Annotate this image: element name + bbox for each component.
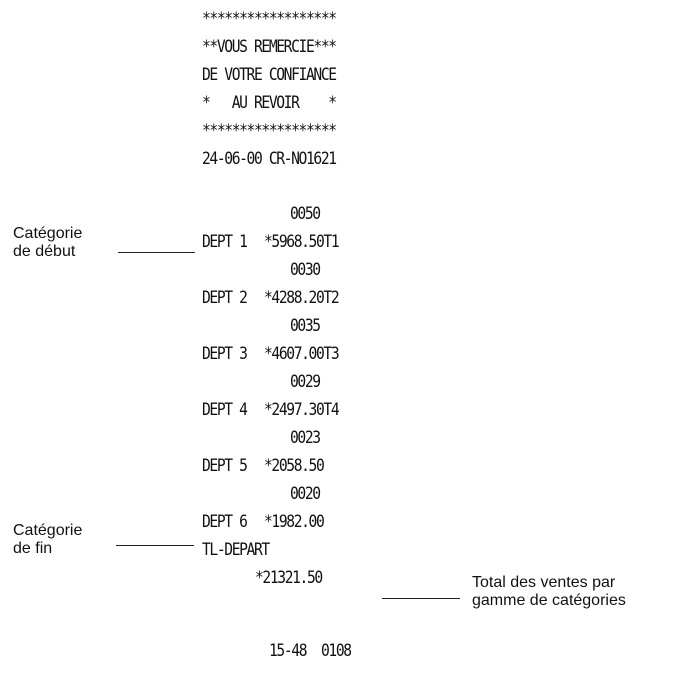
receipt-header-line-4: * AU REVOIR * xyxy=(202,93,337,113)
dept-amount: *5968.50T1 xyxy=(264,232,340,252)
dept-count: 0050 xyxy=(290,204,321,224)
dept-label: DEPT 5 xyxy=(202,456,248,476)
end-category-label-line-1: Catégorie xyxy=(13,522,83,539)
dept-label: DEPT 3 xyxy=(202,344,248,364)
dept-count: 0029 xyxy=(290,372,321,392)
dept-count: 0023 xyxy=(290,428,321,448)
dept-count: 0020 xyxy=(290,484,321,504)
total-amount: *21321.50 xyxy=(255,568,323,588)
receipt-header-line-3: DE VOTRE CONFIANCE xyxy=(202,65,337,85)
dept-amount: *2058.50 xyxy=(264,456,325,476)
start-category-label-line-1: Catégorie xyxy=(13,225,83,242)
dept-amount: *2497.30T4 xyxy=(264,400,340,420)
dept-label: DEPT 6 xyxy=(202,512,248,532)
dept-count: 0035 xyxy=(290,316,321,336)
receipt-date-line: 24-06-00 CR-NO1621 xyxy=(202,149,337,169)
total-label-annotation-line-1: Total des ventes par xyxy=(472,574,616,591)
receipt-header-line-1: ****************** xyxy=(202,9,337,29)
dept-label: DEPT 2 xyxy=(202,288,248,308)
dept-amount: *4288.20T2 xyxy=(264,288,340,308)
receipt-header-line-2: **VOUS REMERCIE*** xyxy=(202,37,337,57)
total-label: TL-DEPART xyxy=(202,540,270,560)
dept-label: DEPT 4 xyxy=(202,400,248,420)
receipt-header-line-5: ****************** xyxy=(202,121,337,141)
total-leader-line xyxy=(382,598,460,599)
dept-label: DEPT 1 xyxy=(202,232,248,252)
start-category-label-line-2: de début xyxy=(13,243,76,260)
dept-count: 0030 xyxy=(290,260,321,280)
receipt-footer: 15-48 0108 xyxy=(269,641,352,661)
dept-amount: *1982.00 xyxy=(264,512,325,532)
start-category-leader-line xyxy=(118,252,195,253)
dept-amount: *4607.00T3 xyxy=(264,344,340,364)
total-label-annotation-line-2: gamme de catégories xyxy=(472,592,626,609)
end-category-label-line-2: de fin xyxy=(13,540,53,557)
end-category-leader-line xyxy=(116,545,194,546)
